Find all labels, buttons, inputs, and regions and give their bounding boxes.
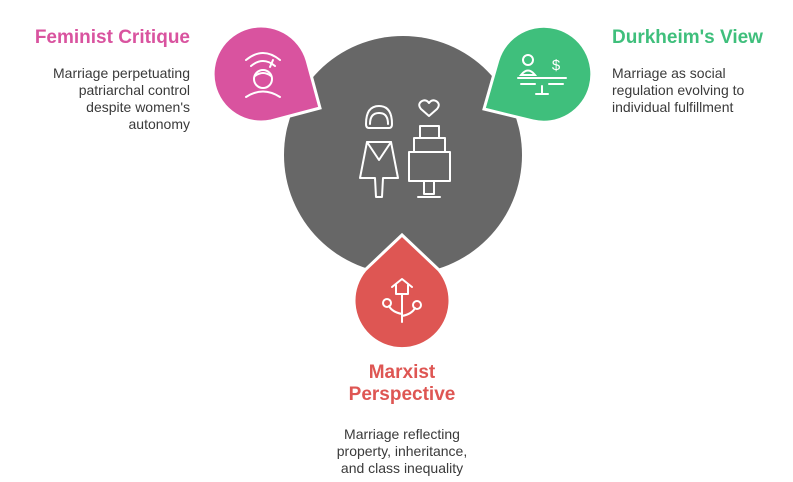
durkheim-drop <box>482 24 594 124</box>
durkheim-desc-line: individual fulfillment <box>612 99 734 115</box>
feminist-desc-line: Marriage perpetuating <box>53 65 190 81</box>
marxist-drop <box>352 232 452 351</box>
marxist-title-line: Perspective <box>348 384 456 405</box>
marxist-desc-line: property, inheritance, <box>336 443 468 459</box>
durkheim-view-label: Durkheim's View Marriage as social regul… <box>612 27 763 116</box>
person-money-scale-icon: $ <box>517 54 567 95</box>
feminist-critique-label: Feminist Critique Marriage perpetuating … <box>35 27 190 133</box>
marxist-desc-line: and class inequality <box>340 460 464 476</box>
feminist-desc-line: despite women's <box>86 99 190 115</box>
feminist-desc-line: autonomy <box>128 116 190 132</box>
feminist-description: Marriage perpetuating patriarchal contro… <box>35 65 190 133</box>
svg-text:$: $ <box>552 57 561 74</box>
marxist-title: Marxist Perspective <box>251 362 553 406</box>
durkheim-title: Durkheim's View <box>612 27 763 48</box>
marxist-desc-line: Marriage reflecting <box>344 426 460 442</box>
durkheim-desc-line: Marriage as social <box>612 65 726 81</box>
house-growth-plant-icon <box>382 278 422 323</box>
marxist-perspective-label: Marxist Perspective Marriage reflecting … <box>251 362 553 477</box>
feminist-title: Feminist Critique <box>34 27 190 48</box>
marxist-title-line: Marxist <box>368 362 436 383</box>
woman-with-signal-icon <box>245 52 281 98</box>
feminist-desc-line: patriarchal control <box>78 82 190 98</box>
marxist-description: Marriage reflecting property, inheritanc… <box>251 426 553 477</box>
durkheim-desc-line: regulation evolving to <box>612 82 745 98</box>
durkheim-description: Marriage as social regulation evolving t… <box>612 65 763 116</box>
couple-wedding-cake-icon <box>359 99 451 198</box>
center-circle <box>284 36 522 274</box>
